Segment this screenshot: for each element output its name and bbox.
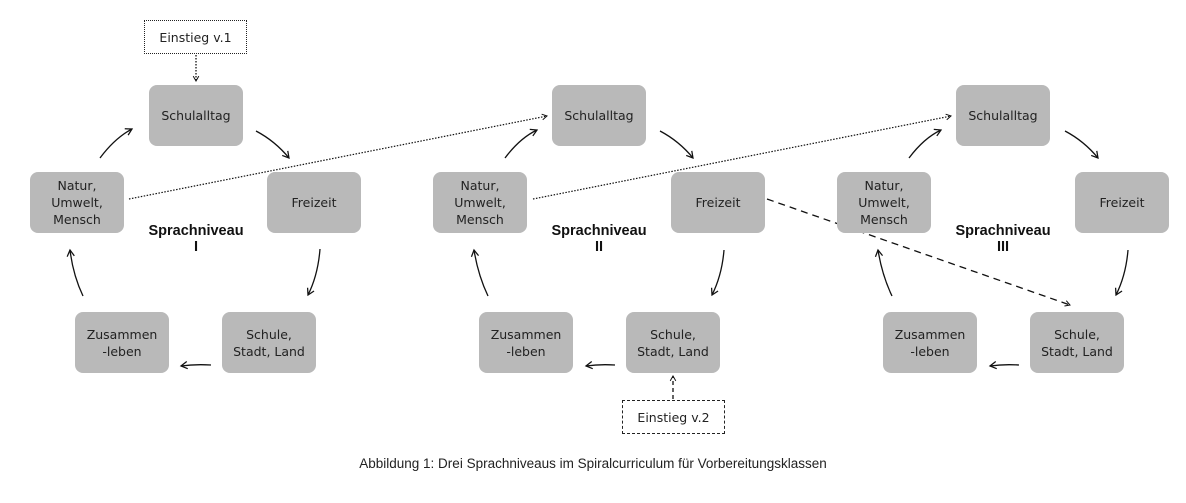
node-schulalltag-2: Schulalltag <box>552 85 646 146</box>
arrow-zusammen-to-natur-1 <box>66 248 84 297</box>
level-label-text-3: Sprachniveau <box>955 223 1051 239</box>
node-schulalltag-1: Schulalltag <box>149 85 243 146</box>
node-freizeit-3: Freizeit <box>1075 172 1169 233</box>
arrow-schule-to-zusammen-2 <box>584 361 616 370</box>
arrow-zusammen-to-natur-3 <box>874 248 893 297</box>
node-freizeit-2: Freizeit <box>671 172 765 233</box>
node-schule-stadt-land-2: Schule, Stadt, Land <box>626 312 720 373</box>
arrow-schulalltag-to-freizeit-1 <box>255 130 290 159</box>
node-natur-umwelt-mensch-3: Natur, Umwelt, Mensch <box>837 172 931 233</box>
level-label-2: Sprachniveau II <box>534 223 664 255</box>
level-label-text-1: Sprachniveau <box>148 223 244 239</box>
arrow-natur-to-schulalltag-3 <box>908 128 943 159</box>
node-zusammenleben-1: Zusammen -leben <box>75 312 169 373</box>
level-label-3: Sprachniveau III <box>938 223 1068 255</box>
entry-box-v2: Einstieg v.2 <box>622 400 725 434</box>
level-numeral-3: III <box>996 239 1010 255</box>
arrow-schulalltag-to-freizeit-2 <box>659 130 694 159</box>
level-label-text-2: Sprachniveau <box>551 223 647 239</box>
arrow-schulalltag-to-freizeit-3 <box>1064 130 1099 159</box>
arrow-freizeit-to-schule-2 <box>710 249 725 297</box>
spiral-link-natur1-to-schulalltag2 <box>128 113 548 200</box>
dashed-link-freizeit2-to-schule3 <box>766 198 1071 307</box>
node-zusammenleben-3: Zusammen -leben <box>883 312 977 373</box>
node-natur-umwelt-mensch-2: Natur, Umwelt, Mensch <box>433 172 527 233</box>
entry-label-v1: Einstieg v.1 <box>159 29 232 45</box>
arrow-schule-to-zusammen-1 <box>179 361 212 370</box>
entry-box-v1: Einstieg v.1 <box>144 20 247 54</box>
node-natur-umwelt-mensch-1: Natur, Umwelt, Mensch <box>30 172 124 233</box>
level-numeral-2: II <box>594 239 604 255</box>
arrow-natur-to-schulalltag-1 <box>99 128 134 159</box>
entry-label-v2: Einstieg v.2 <box>637 409 710 425</box>
node-schule-stadt-land-3: Schule, Stadt, Land <box>1030 312 1124 373</box>
arrow-schule-to-zusammen-3 <box>988 361 1020 370</box>
level-label-1: Sprachniveau I <box>131 223 261 255</box>
arrow-freizeit-to-schule-3 <box>1114 249 1129 297</box>
arrow-natur-to-schulalltag-2 <box>504 128 539 159</box>
node-zusammenleben-2: Zusammen -leben <box>479 312 573 373</box>
figure-caption: Abbildung 1: Drei Sprachniveaus im Spira… <box>359 456 827 471</box>
arrow-freizeit-to-schule-1 <box>306 248 321 297</box>
node-freizeit-1: Freizeit <box>267 172 361 233</box>
level-numeral-1: I <box>193 239 199 255</box>
spiral-link-natur2-to-schulalltag3 <box>532 113 952 200</box>
node-schule-stadt-land-1: Schule, Stadt, Land <box>222 312 316 373</box>
node-schulalltag-3: Schulalltag <box>956 85 1050 146</box>
arrow-zusammen-to-natur-2 <box>470 248 489 297</box>
